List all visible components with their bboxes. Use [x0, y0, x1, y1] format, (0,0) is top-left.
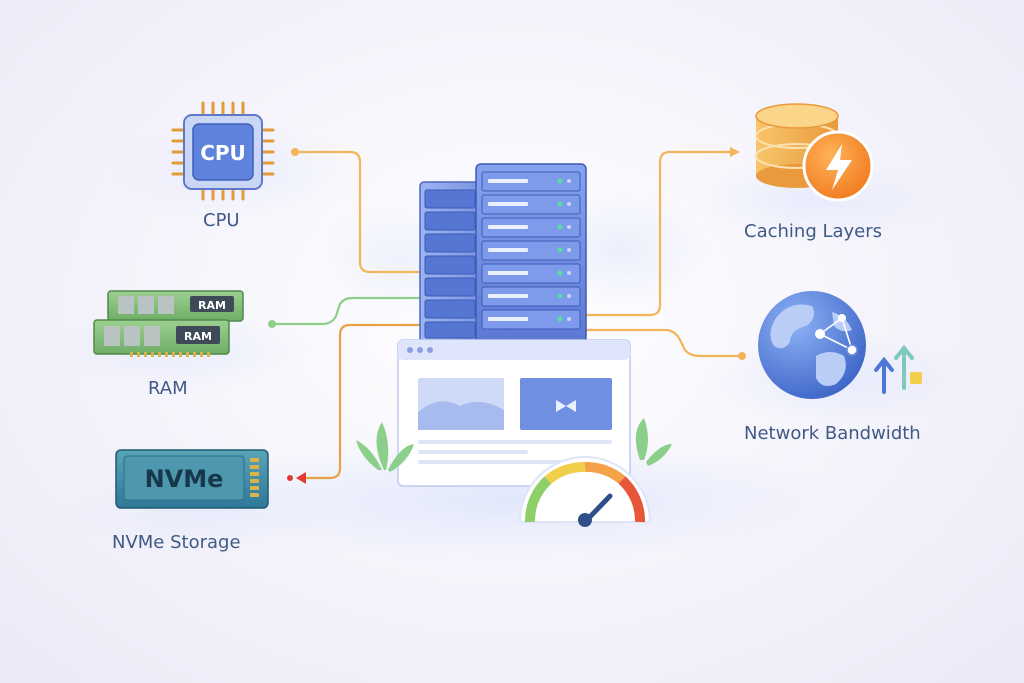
nvme-drive-icon: NVMe [115, 449, 269, 509]
browser-window-icon [397, 339, 631, 487]
ram-stick-text-2: RAM [184, 330, 212, 343]
caching-layers-label: Caching Layers [744, 221, 883, 242]
nvme-connection-line [298, 323, 430, 480]
network-bandwidth-label: Network Bandwidth [744, 423, 921, 444]
server-rack-icon [419, 163, 587, 347]
ram-connection-line [272, 296, 430, 326]
speedometer-gauge-icon [518, 456, 652, 527]
ram-label: RAM [148, 378, 188, 399]
cpu-connection-line [295, 150, 430, 274]
globe-network-icon [758, 291, 922, 399]
plant-decoration [356, 418, 672, 472]
upload-arrows-icon [874, 344, 922, 394]
nvme-drive-text: NVMe [145, 465, 224, 493]
cpu-label: CPU [203, 210, 240, 231]
cpu-chip-icon: CPU [171, 101, 275, 201]
ram-stick-text-1: RAM [198, 299, 226, 312]
ram-stick-icon: RAM RAM [93, 290, 244, 357]
server-units [481, 171, 581, 330]
database-lightning-icon [755, 103, 874, 202]
cpu-chip-text: CPU [200, 141, 246, 165]
network-connection-line [585, 328, 740, 358]
connection-lines [268, 147, 746, 484]
nvme-storage-label: NVMe Storage [112, 532, 241, 553]
cache-connection-line [585, 150, 735, 317]
